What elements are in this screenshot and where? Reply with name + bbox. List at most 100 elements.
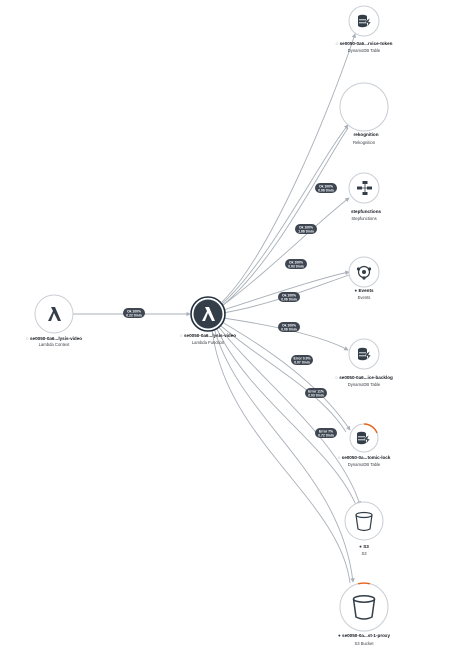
status-ok-icon: ○ (335, 375, 339, 380)
status-filled-icon: ● (354, 288, 358, 293)
svg-text:○ se0050-0a6...rvice-token: ○ se0050-0a6...rvice-token (336, 41, 393, 46)
node-label: stepfunctions (351, 209, 382, 214)
node-type: Lambda Context (39, 342, 71, 347)
node-type: Rekognition (353, 140, 376, 145)
status-filled-icon: ● (359, 544, 363, 549)
node-events[interactable]: ● Events Events (348, 256, 380, 300)
edge-badge-dynamo-lock-a[interactable]: Error 0.0% 0.07 t/min (291, 355, 313, 365)
edge-badge-rate: 0.22 t/min (126, 313, 142, 317)
stepfunctions-icon (357, 181, 372, 195)
node-fill (193, 299, 223, 329)
node-type: S3 (361, 551, 367, 556)
node-type: Lambda Function (192, 340, 225, 345)
node-type: DynamoDB Table (348, 462, 381, 467)
edges (73, 33, 362, 584)
events-icon (356, 265, 372, 280)
node-type: S3 Bucket (354, 641, 374, 646)
node-label: se0050-0a6...rvice-token (340, 41, 393, 46)
node-label: S3 (363, 544, 369, 549)
node-label: Events (358, 288, 374, 293)
edge-badge-status: Ok 100% (299, 225, 313, 229)
edge-badge-s3[interactable]: Error 7% 0.72 t/min (315, 428, 337, 438)
edge-badge-rate: 1.66 t/min (298, 229, 314, 233)
edge-badge-dynamo-lock-b[interactable]: Error 11% 0.03 t/min (305, 388, 327, 398)
status-filled-icon: ● (338, 633, 342, 638)
lambda-icon (202, 307, 215, 321)
edge-function-to-s3-bucket[interactable] (213, 327, 355, 583)
svg-text:○ se0050-0a...tomic-lock: ○ se0050-0a...tomic-lock (338, 455, 391, 460)
dynamodb-icon (358, 14, 372, 28)
edge-badge-rekognition[interactable]: Ok 100% 0.06 t/min (315, 183, 337, 193)
edge-badge-events-b[interactable]: Ok 100% 0.06 t/min (278, 292, 300, 302)
status-ok-icon: ○ (336, 41, 340, 46)
lambda-icon (48, 307, 61, 321)
node-stepfunctions[interactable]: stepfunctions Stepfunctions (348, 172, 382, 221)
svg-text:● se0050-0a...st-1-proxy: ● se0050-0a...st-1-proxy (338, 633, 391, 638)
node-type: Events (358, 295, 371, 300)
bucket-icon (355, 511, 373, 532)
edge-badge-status: Ok 100% (127, 309, 141, 313)
dynamodb-icon (358, 347, 372, 361)
edge-badge-status: Error 7% (319, 429, 333, 433)
node-type: DynamoDB Table (348, 382, 381, 387)
edge-badge-status: Error 11% (308, 389, 324, 393)
edge-badge-status: Ok 100% (319, 184, 333, 188)
node-label: se0050-0a...tomic-lock (342, 455, 391, 460)
edge-badge-rate: 0.06 t/min (281, 297, 297, 301)
node-label: se0050-0a6...lysis-video (184, 333, 236, 338)
edge-badge-rate: 0.07 t/min (294, 360, 310, 364)
edge-badge-status: Ok 100% (282, 323, 296, 327)
node-rekognition[interactable]: rekognition Rekognition (339, 82, 389, 145)
edge-badge-events-a[interactable]: Ok 100% 0.03 t/min (285, 259, 307, 269)
status-ok-icon: ○ (338, 455, 342, 460)
node-s3-bucket[interactable]: ● se0050-0a...st-1-proxy S3 Bucket (338, 582, 391, 646)
bucket-icon (352, 595, 376, 620)
edge-function-to-dynamo-lock-2[interactable] (219, 324, 347, 433)
svg-text:○ se0050-0a6...lysis-video: ○ se0050-0a6...lysis-video (180, 333, 236, 338)
edge-badge-rate: 0.72 t/min (318, 433, 334, 437)
node-type: DynamoDB Table (348, 48, 381, 53)
edge-function-to-dynamo-lock[interactable] (221, 321, 351, 431)
dynamodb-icon (357, 431, 371, 445)
svg-text:○ se0050-0a6...ice-backlog: ○ se0050-0a6...ice-backlog (335, 375, 393, 380)
status-ok-icon: ○ (26, 336, 30, 341)
status-ok-icon: ○ (180, 333, 184, 338)
edge-badge-status: Ok 100% (289, 260, 303, 264)
node-dynamodb-atomic-lock[interactable]: ○ se0050-0a...tomic-lock DynamoDB Table (338, 423, 391, 467)
svg-text:● S3: ● S3 (359, 544, 369, 549)
edge-function-to-s3[interactable] (217, 325, 362, 506)
node-type: Stepfunctions (351, 216, 376, 221)
edge-badge-status: Ok 100% (282, 293, 296, 297)
node-label: se0050-0a...st-1-proxy (342, 633, 390, 638)
edge-badge-rate: 0.06 t/min (318, 188, 334, 192)
node-dynamodb-service-token[interactable]: ○ se0050-0a6...rvice-token DynamoDB Tabl… (336, 5, 393, 53)
node-label: se0050-0a6...lysis-video (30, 336, 82, 341)
edge-badges: Ok 100% 0.22 t/min Ok 100% 0.06 t/min Ok… (123, 183, 337, 438)
edge-function-to-events[interactable] (222, 270, 350, 311)
edge-badge-status: Error 0.0% (294, 356, 311, 360)
edge-badge-dynamo-backlog[interactable]: Ok 100% 0.06 t/min (278, 322, 300, 332)
edge-badge-rate: 0.03 t/min (288, 264, 304, 268)
edge-function-to-rekognition[interactable] (221, 124, 349, 305)
node-label: se0050-0a6...ice-backlog (339, 375, 393, 380)
node-label: rekognition (353, 132, 378, 137)
edge-badge-rate: 0.06 t/min (281, 327, 297, 331)
edge-function-to-s3-2[interactable] (215, 326, 357, 506)
node-s3[interactable]: ● S3 S3 (344, 501, 384, 556)
warning-arc (363, 423, 378, 434)
node-lambda-function[interactable]: ○ se0050-0a6...lysis-video Lambda Functi… (180, 296, 236, 345)
warning-arc (357, 582, 371, 585)
node-dynamodb-backlog[interactable]: ○ se0050-0a6...ice-backlog DynamoDB Tabl… (335, 338, 393, 387)
edge-badge-rate: 0.03 t/min (308, 393, 324, 397)
edge-function-to-rekognition-2[interactable] (221, 127, 349, 307)
edge-function-to-s3-bucket-2[interactable] (211, 328, 351, 584)
node-lambda-context[interactable]: ○ se0050-0a6...lysis-video Lambda Contex… (26, 294, 82, 347)
edge-function-to-stepfunctions[interactable] (221, 197, 350, 307)
svg-text:○ se0050-0a6...lysis-video: ○ se0050-0a6...lysis-video (26, 336, 82, 341)
edge-badge-context[interactable]: Ok 100% 0.22 t/min (123, 308, 145, 318)
edge-function-to-dynamo-service-token[interactable] (221, 33, 356, 303)
svg-text:● Events: ● Events (354, 288, 374, 293)
nodes: ○ se0050-0a6...lysis-video Lambda Contex… (26, 5, 393, 646)
edge-badge-stepfunctions[interactable]: Ok 100% 1.66 t/min (295, 224, 317, 234)
